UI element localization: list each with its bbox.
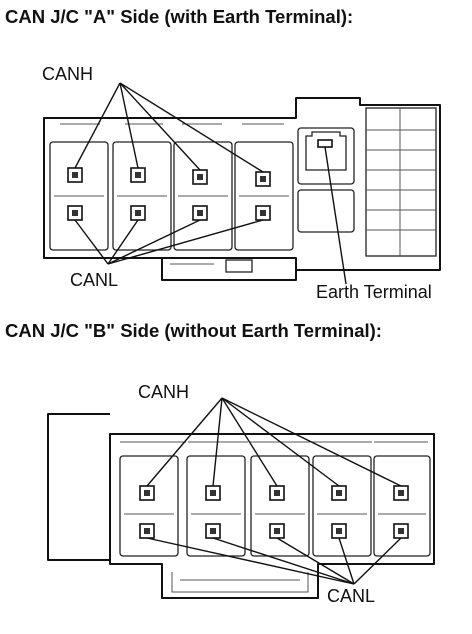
leader-lines-b: [146, 397, 402, 585]
section-b-title: CAN J/C "B" Side (without Earth Terminal…: [5, 320, 382, 341]
connector-b: [47, 413, 435, 599]
section-a-title: CAN J/C "A" Side (with Earth Terminal):: [5, 6, 354, 27]
canh-label-a: CANH: [42, 64, 94, 84]
leader-lines-a: [74, 82, 347, 285]
canl-label-a: CANL: [70, 270, 119, 290]
connector-a: [43, 97, 441, 281]
canl-label-b: CANL: [327, 586, 376, 606]
canh-label-b: CANH: [138, 382, 190, 402]
earth-terminal-label: Earth Terminal: [316, 282, 432, 302]
